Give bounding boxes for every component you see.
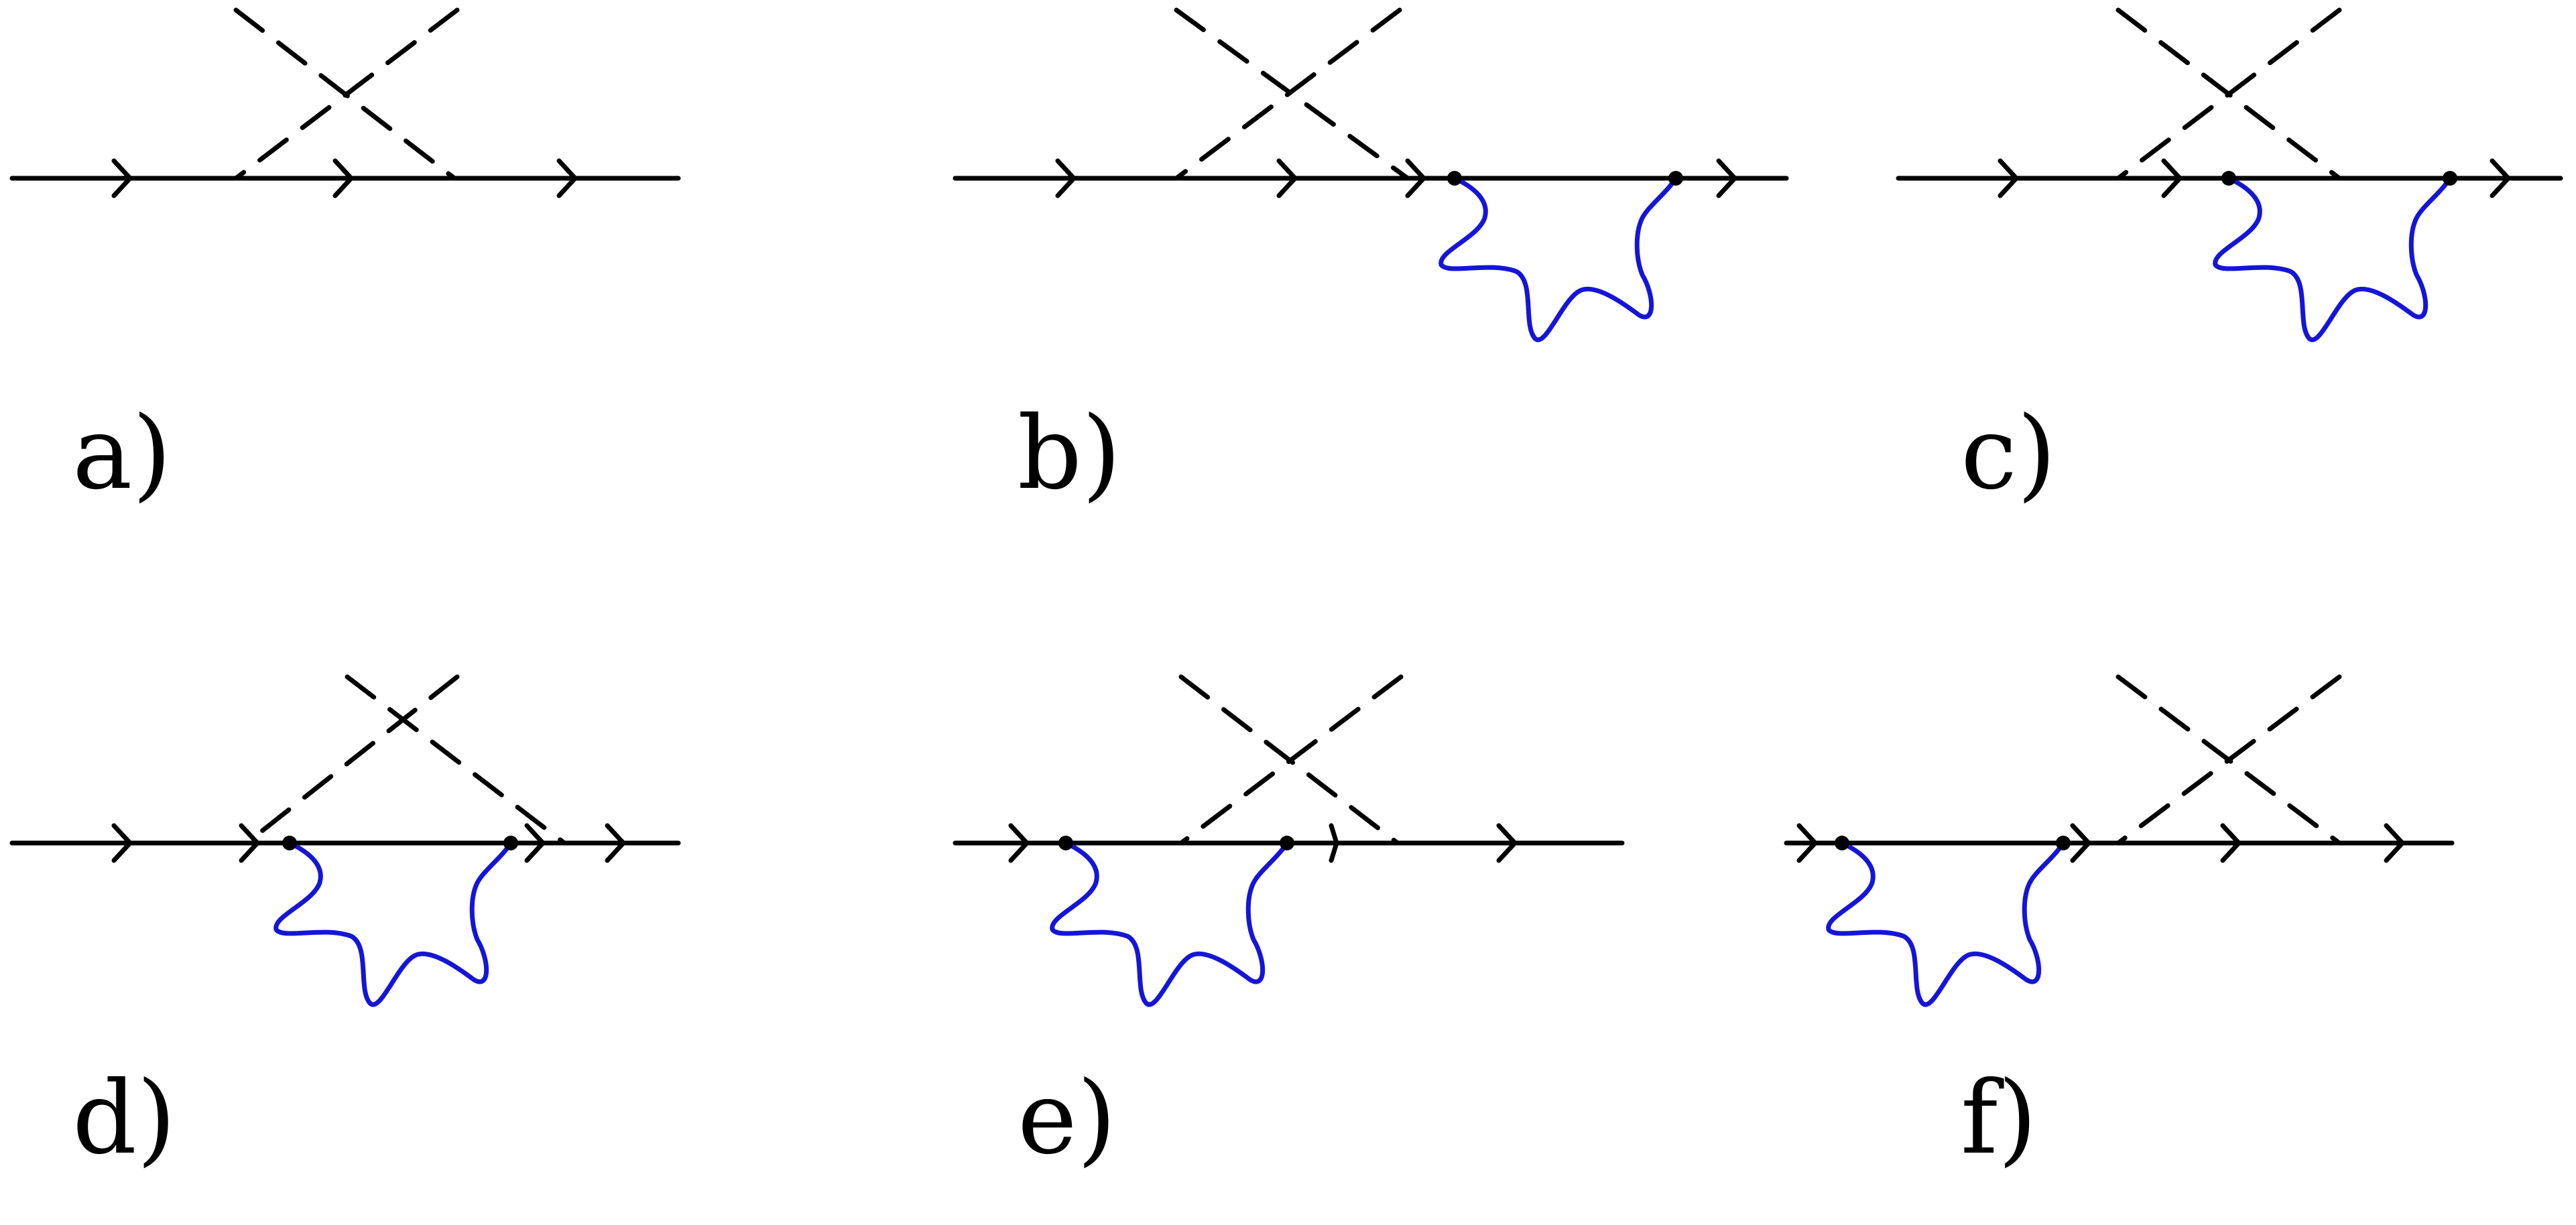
fermion-arrow bbox=[2490, 158, 2511, 198]
fermion-arrow bbox=[1998, 158, 2019, 198]
dashed-scalar-line bbox=[244, 674, 460, 846]
vertex-dot bbox=[1668, 171, 1683, 186]
fermion-arrow bbox=[1008, 823, 1030, 863]
fermion-arrow bbox=[1716, 158, 1737, 198]
photon-wavy-line bbox=[1438, 176, 1678, 342]
fermion-arrow bbox=[556, 158, 578, 198]
dashed-scalar-line bbox=[233, 7, 460, 181]
vertex-dot bbox=[282, 836, 297, 850]
vertex-dot bbox=[2056, 836, 2071, 850]
fermion-arrow bbox=[1276, 158, 1298, 198]
panel-d bbox=[9, 674, 681, 1007]
vertex-dot bbox=[2221, 171, 2236, 186]
fermion-arrow bbox=[524, 823, 546, 863]
fermion-arrow bbox=[1055, 158, 1077, 198]
vertex-dot bbox=[1447, 171, 1462, 186]
fermion-arrow bbox=[2384, 823, 2405, 863]
panel-a bbox=[9, 7, 681, 198]
panel-label-e: e) bbox=[1018, 1060, 1116, 1177]
fermion-arrow bbox=[1796, 823, 1818, 863]
dashed-scalar-line bbox=[2115, 7, 2342, 181]
panel-e bbox=[953, 674, 1625, 1007]
dashed-scalar-line bbox=[1178, 674, 1404, 846]
vertex-dot bbox=[1280, 836, 1294, 850]
fermion-arrow bbox=[111, 823, 133, 863]
vertex-dot bbox=[1058, 836, 1073, 850]
vertex-dot bbox=[2443, 171, 2457, 186]
vertex-dot bbox=[503, 836, 518, 850]
panel-label-d: d) bbox=[72, 1060, 176, 1177]
dashed-scalar-line bbox=[1174, 7, 1410, 181]
fermion-arrow bbox=[2070, 823, 2091, 863]
panel-c bbox=[1896, 7, 2563, 342]
panel-label-c: c) bbox=[1961, 395, 2057, 512]
photon-wavy-line bbox=[1826, 840, 2066, 1007]
fermion-arrow bbox=[605, 823, 626, 863]
photon-wavy-line bbox=[1050, 840, 1290, 1007]
fermion-arrow bbox=[332, 158, 354, 198]
dashed-scalar-line bbox=[2115, 674, 2342, 846]
fermion-arrow bbox=[1496, 823, 1518, 863]
dashed-scalar-line bbox=[345, 674, 567, 846]
photon-wavy-line bbox=[2213, 176, 2453, 342]
fermion-arrow bbox=[2161, 158, 2183, 198]
fermion-arrow bbox=[1329, 823, 1339, 863]
fermion-arrow bbox=[1405, 158, 1426, 198]
photon-wavy-line bbox=[273, 840, 513, 1007]
panel-f bbox=[1784, 674, 2455, 1007]
dashed-scalar-line bbox=[1174, 7, 1402, 181]
fermion-arrow bbox=[2220, 823, 2242, 863]
panel-label-b: b) bbox=[1018, 395, 1121, 512]
fermion-arrow bbox=[111, 158, 133, 198]
panel-label-f: f) bbox=[1961, 1060, 2037, 1177]
vertex-dot bbox=[1835, 836, 1849, 850]
panel-label-a: a) bbox=[72, 395, 172, 512]
panel-b bbox=[953, 7, 1789, 342]
fermion-arrow bbox=[239, 823, 260, 863]
